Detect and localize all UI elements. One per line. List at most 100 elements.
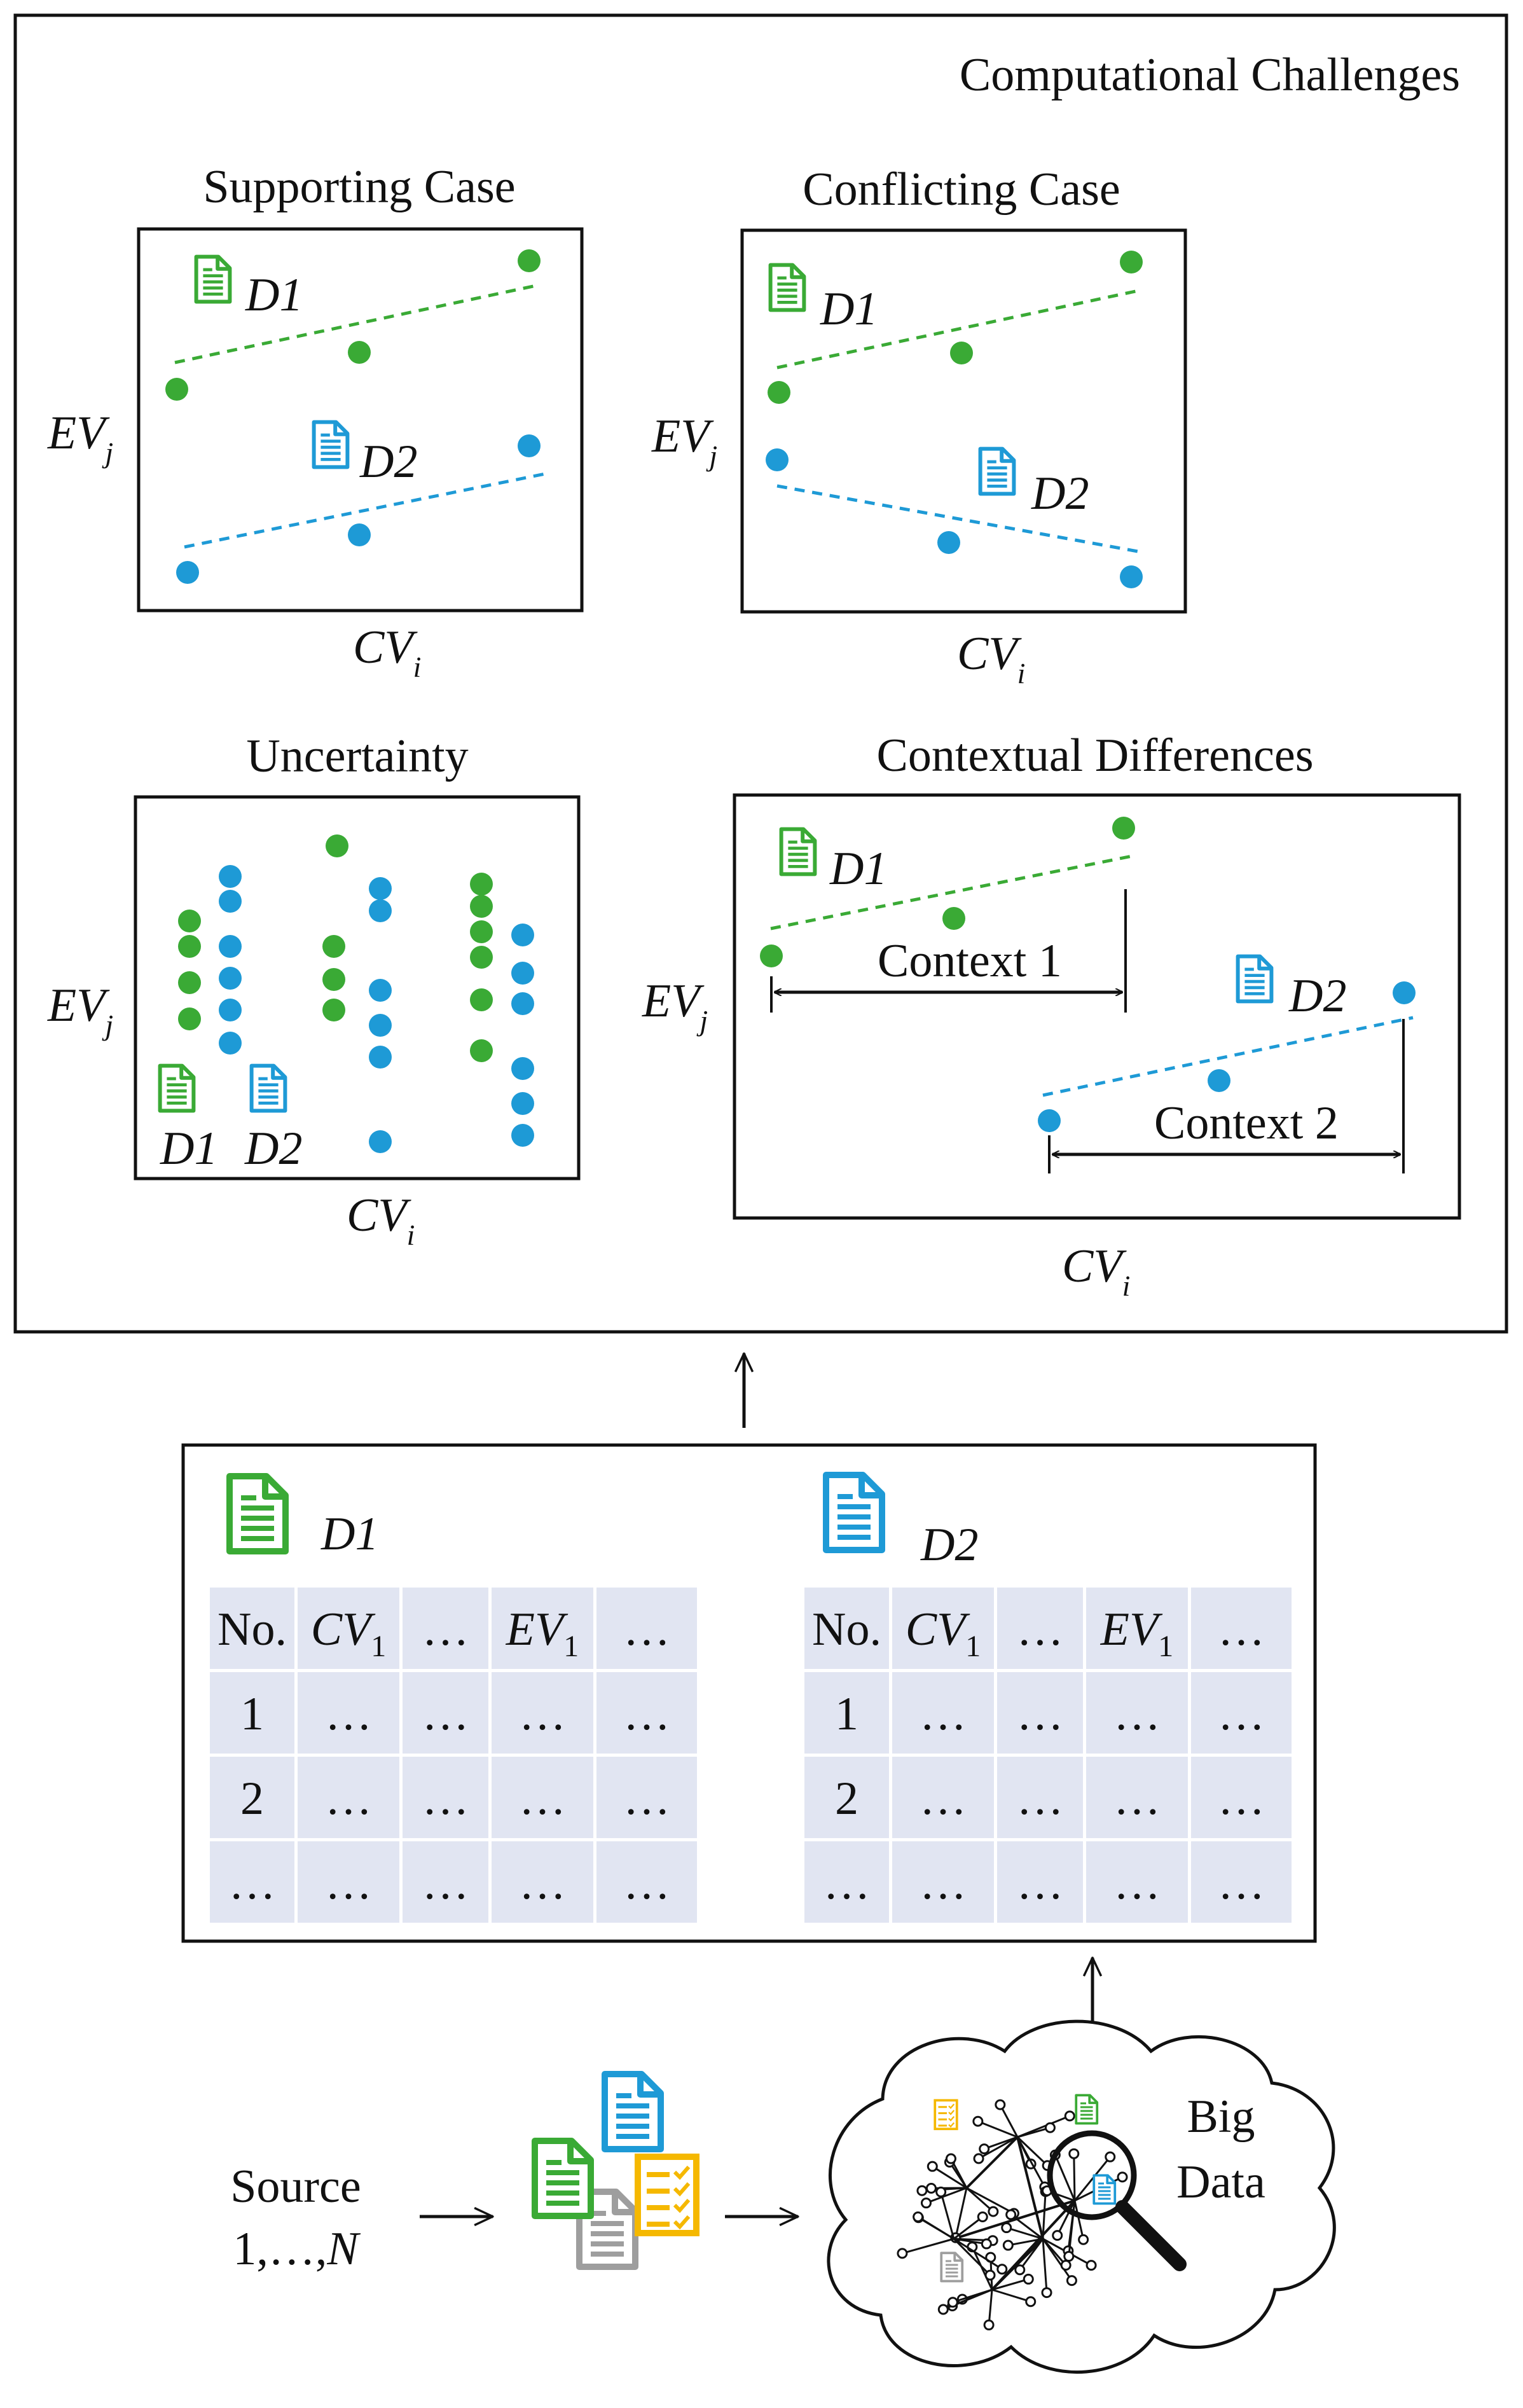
table-cell-text: … (1218, 1773, 1265, 1825)
dataset-d2: D2 No.CV1…EV1…1…………2……………………… (804, 1472, 1292, 1923)
data-point (937, 531, 960, 554)
uncertainty-panel: Uncertainty (47, 730, 581, 1251)
table-cell-text: … (1113, 1773, 1161, 1825)
table-cell-text: 2 (835, 1773, 858, 1825)
supporting-case-panel: Supporting Case D1 D2 EVj CVi (47, 161, 584, 683)
data-point (322, 935, 345, 958)
data-point (511, 962, 534, 985)
table-header-cell: … (1017, 1603, 1064, 1656)
d2-label: D2 (244, 1123, 302, 1175)
data-point (322, 999, 345, 1021)
document-icon (823, 1472, 885, 1553)
dataset-d1-label: D1 (320, 1508, 378, 1560)
d1-label: D1 (829, 843, 887, 895)
y-axis-label: EVj (47, 407, 113, 469)
d2-label: D2 (1031, 467, 1089, 520)
data-point (1120, 565, 1143, 588)
data-point (766, 448, 789, 471)
table-cell (492, 1841, 593, 1923)
contextual-differences-panel: Contextual Differences Context 1 Context… (642, 730, 1461, 1302)
data-point (511, 924, 534, 946)
document-icon (226, 1473, 289, 1554)
context-2-label: Context 2 (1154, 1097, 1339, 1149)
data-point (178, 971, 201, 994)
data-point (1112, 817, 1135, 840)
data-point (326, 834, 348, 857)
table-cell-text: … (920, 1688, 967, 1740)
source-range: 1,…,N (233, 2223, 361, 2275)
y-axis-label: EVj (642, 975, 708, 1037)
table-cell (492, 1588, 593, 1669)
table-cell (596, 1841, 697, 1923)
x-axis-label: CVi (1062, 1240, 1130, 1302)
data-point (165, 378, 188, 401)
data-point (348, 523, 371, 546)
dataset-d2-label: D2 (920, 1519, 978, 1571)
data-point (176, 561, 199, 584)
data-point (942, 907, 965, 930)
data-point (219, 999, 242, 1021)
data-point (219, 865, 242, 888)
table-cell (298, 1672, 399, 1754)
table-cell (210, 1588, 294, 1669)
table-cell (403, 1588, 488, 1669)
x-axis-label: CVi (347, 1189, 415, 1251)
data-point (219, 1032, 242, 1055)
source-label: Source (230, 2161, 361, 2213)
data-point (178, 910, 201, 932)
document-icon (1075, 2094, 1099, 2125)
big-data-line2: Data (1176, 2156, 1265, 2208)
table-header-cell: EV1 (506, 1603, 579, 1663)
table-cell-text: … (422, 1857, 469, 1909)
table-cell (298, 1588, 399, 1669)
table-cell (1191, 1588, 1292, 1669)
data-point (470, 895, 493, 918)
document-icon (978, 446, 1016, 496)
table-cell (1086, 1672, 1188, 1754)
datasets-frame (181, 1443, 1317, 1943)
table-cell-text: … (325, 1773, 372, 1825)
uncertainty-plot-frame (134, 795, 581, 1180)
d1-label: D1 (160, 1123, 217, 1175)
data-point (760, 945, 783, 967)
table-cell-text: … (1218, 1688, 1265, 1740)
supporting-d2-trendline (184, 471, 549, 549)
checklist-icon (934, 2099, 958, 2131)
data-point (219, 967, 242, 990)
uncertainty-title: Uncertainty (246, 730, 468, 782)
table-cell-text: … (623, 1773, 670, 1825)
contextual-plot-frame (733, 793, 1461, 1220)
table-cell (298, 1841, 399, 1923)
data-point (470, 988, 493, 1011)
table-cell-text: … (519, 1773, 566, 1825)
supporting-plot-frame (137, 227, 584, 612)
table-cell (1191, 1841, 1292, 1923)
table-cell (210, 1841, 294, 1923)
document-icon (1092, 2174, 1117, 2205)
d2-label: D2 (359, 436, 417, 488)
table-cell-text: 2 (240, 1773, 264, 1825)
conflicting-d2-trendline (776, 484, 1142, 554)
supporting-d1-trendline (174, 283, 540, 364)
table-cell (1086, 1841, 1188, 1923)
y-axis-label: EVj (47, 979, 113, 1041)
big-data-line1: Big (1187, 2091, 1255, 2143)
data-point (470, 920, 493, 943)
data-point (348, 341, 371, 364)
contextual-d2-trendline (1042, 1016, 1414, 1097)
data-point (470, 873, 493, 896)
data-point (322, 968, 345, 991)
document-icon (1236, 954, 1274, 1004)
x-axis-label: CVi (957, 628, 1025, 689)
x-axis-label: CVi (353, 621, 421, 683)
d1-label: D1 (820, 283, 878, 335)
data-point (369, 1014, 392, 1037)
data-point (1038, 1109, 1061, 1132)
contextual-d1-trendline (770, 854, 1136, 931)
data-point (511, 1092, 534, 1115)
table-cell-text: … (325, 1688, 372, 1740)
d2-label: D2 (1288, 970, 1346, 1022)
table-cell-text: … (519, 1857, 566, 1909)
table-cell (804, 1841, 889, 1923)
table-cell-text: … (422, 1773, 469, 1825)
